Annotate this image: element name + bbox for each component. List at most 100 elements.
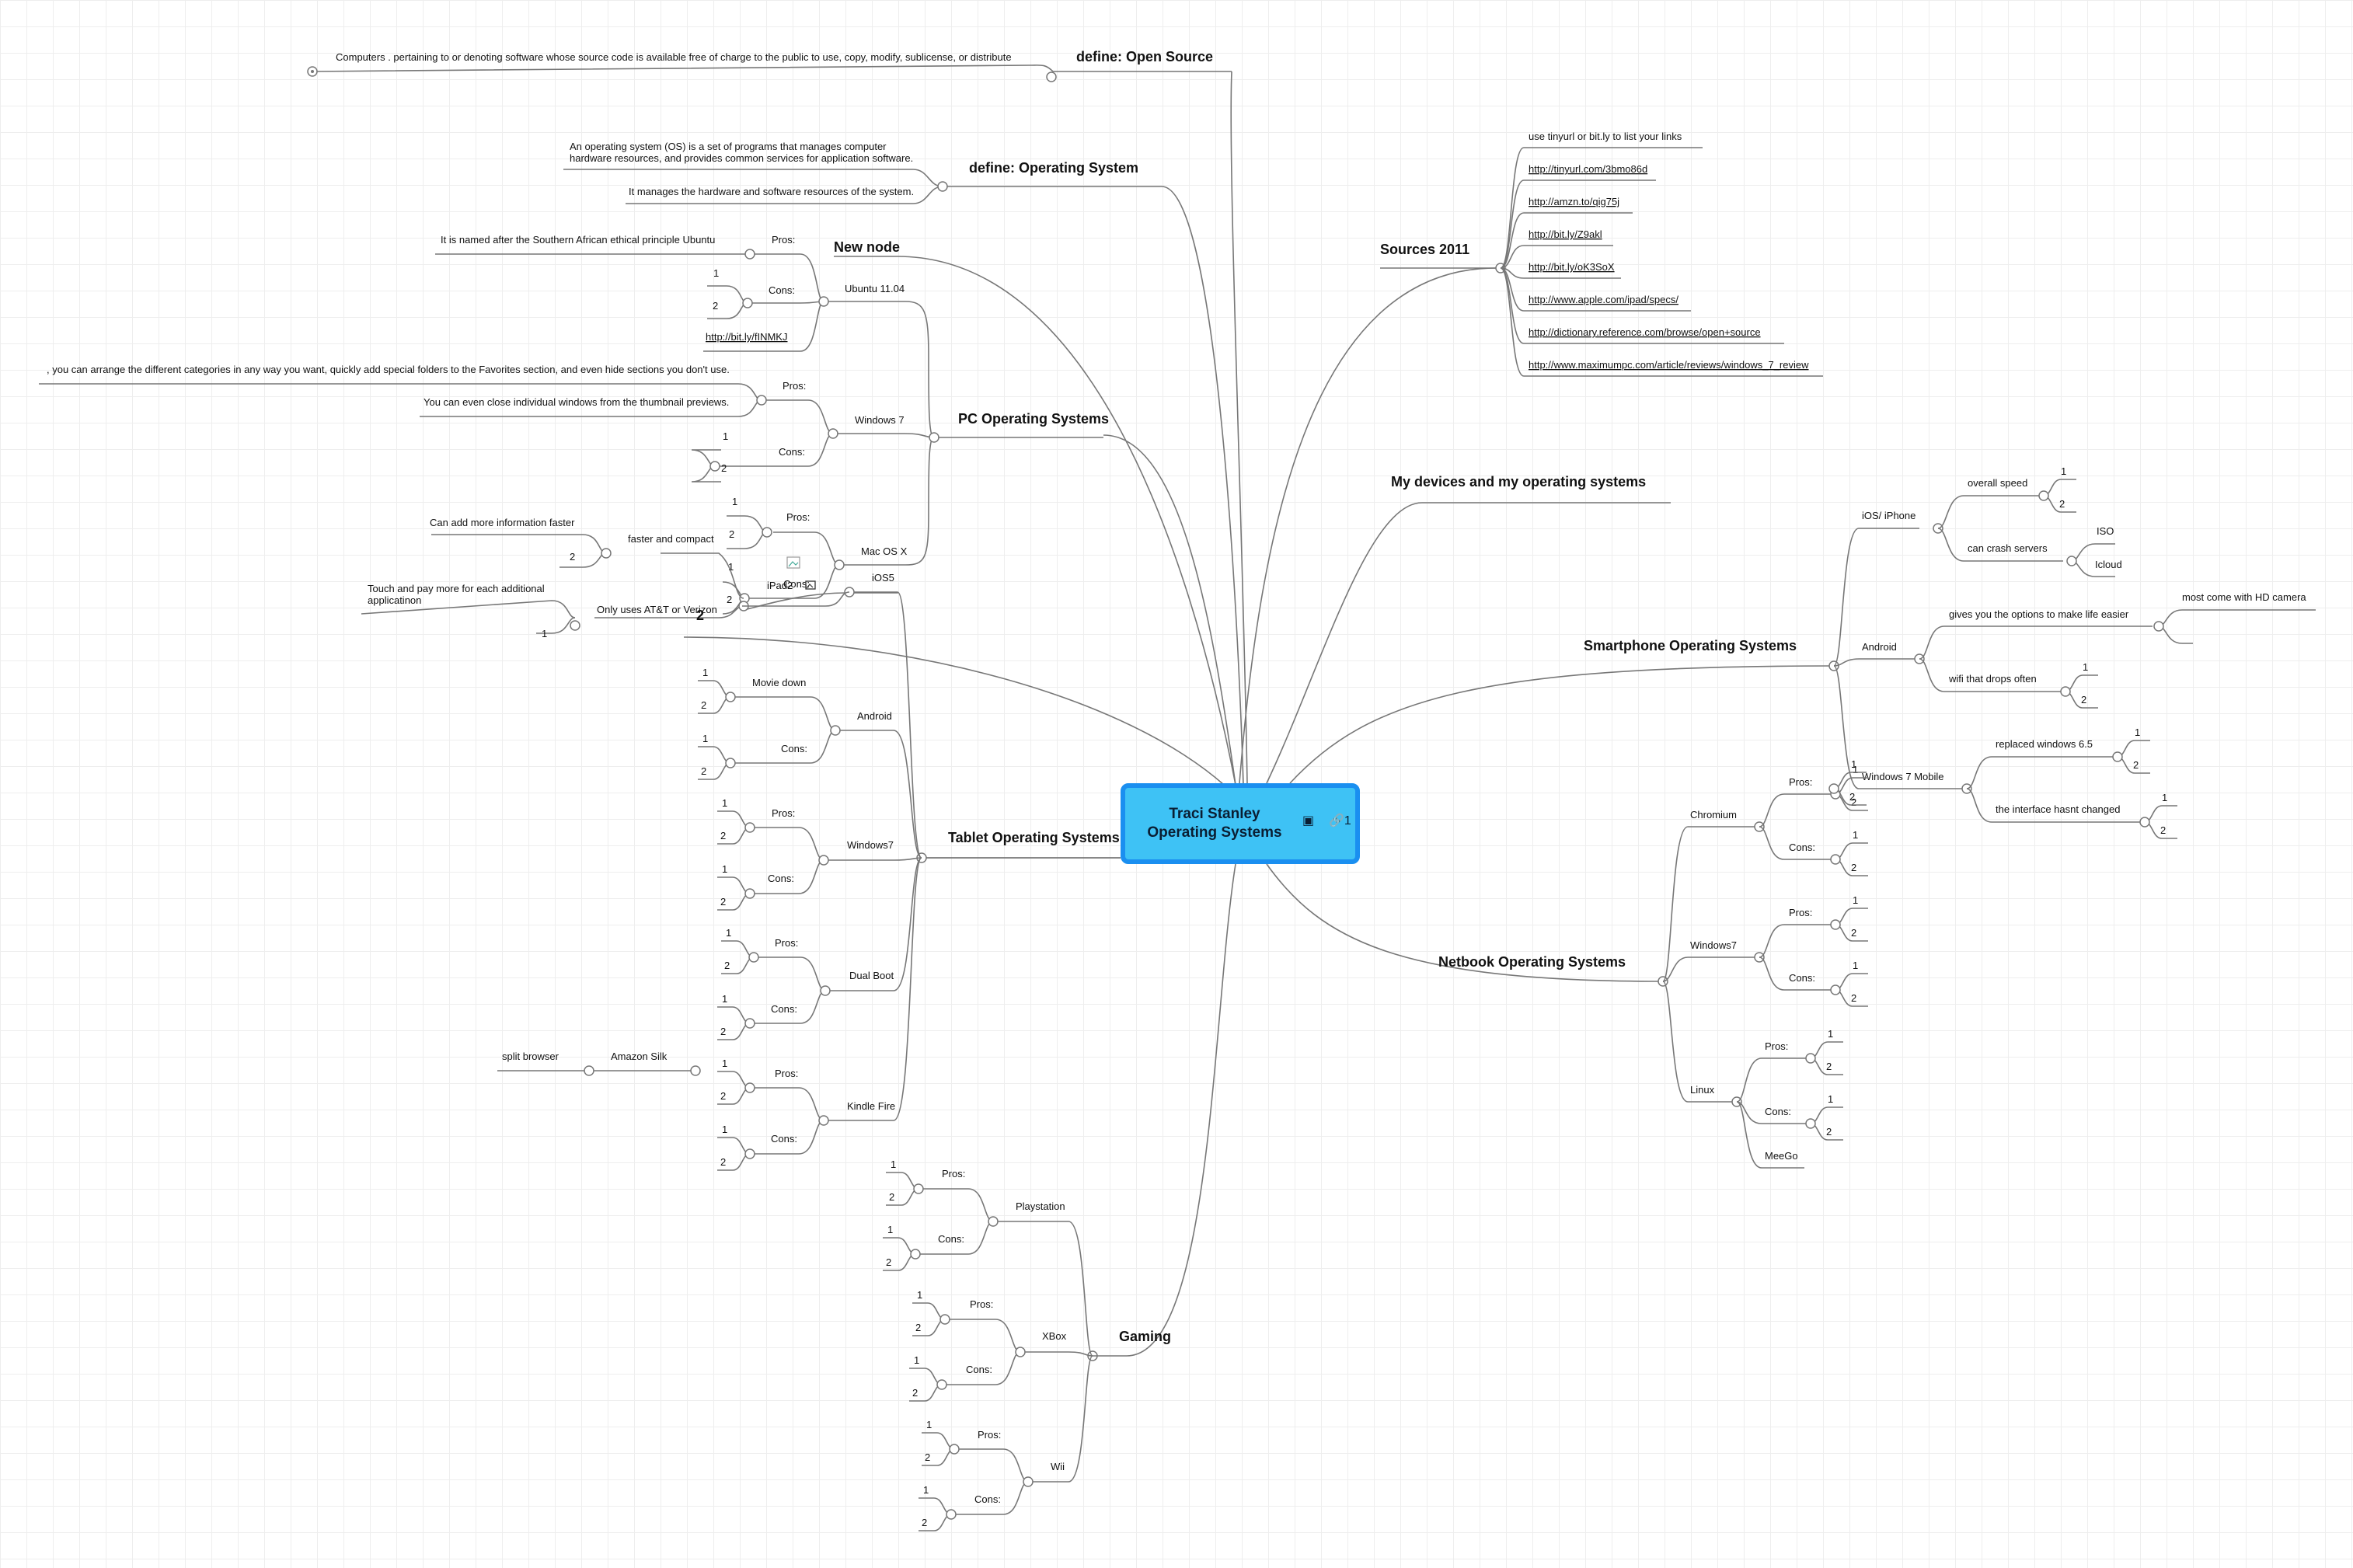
link-icon[interactable]: 🔗1 bbox=[1329, 814, 1351, 828]
number-one[interactable]: 1 bbox=[1828, 1028, 1833, 1040]
icloud-label[interactable]: Icloud bbox=[2095, 559, 2122, 570]
ubuntu-pro-text[interactable]: It is named after the Southern African e… bbox=[441, 234, 715, 246]
collapse-knob[interactable] bbox=[709, 461, 720, 472]
my-devices-title[interactable]: My devices and my operating systems bbox=[1391, 474, 1646, 490]
number-one[interactable]: 1 bbox=[728, 561, 734, 573]
gaming-title[interactable]: Gaming bbox=[1119, 1329, 1171, 1344]
collapse-knob[interactable] bbox=[2139, 817, 2150, 828]
source-link[interactable]: http://www.apple.com/ipad/specs/ bbox=[1529, 294, 1678, 305]
ubuntu-link[interactable]: http://bit.ly/fINMKJ bbox=[706, 331, 787, 343]
wii-label[interactable]: Wii bbox=[1051, 1461, 1065, 1472]
linux-label[interactable]: Linux bbox=[1690, 1084, 1715, 1096]
number-two[interactable]: 2 bbox=[915, 1322, 921, 1333]
ios-iphone-label[interactable]: iOS/ iPhone bbox=[1862, 510, 1916, 521]
collapse-knob[interactable] bbox=[939, 1314, 950, 1325]
collapse-knob[interactable] bbox=[744, 1082, 755, 1093]
pc-os-title[interactable]: PC Operating Systems bbox=[958, 411, 1109, 427]
collapse-knob[interactable] bbox=[1830, 984, 1841, 995]
number-one[interactable]: 1 bbox=[917, 1289, 922, 1301]
number-two[interactable]: 2 bbox=[720, 1026, 726, 1037]
number-two[interactable]: 2 bbox=[925, 1451, 930, 1463]
number-one[interactable]: 1 bbox=[887, 1224, 893, 1235]
cons-label[interactable]: Cons: bbox=[1789, 841, 1815, 853]
overall-speed-label[interactable]: overall speed bbox=[1968, 477, 2027, 489]
number-one[interactable]: 1 bbox=[1853, 960, 1858, 971]
cons-label[interactable]: Cons: bbox=[771, 1003, 797, 1015]
pros-label[interactable]: Pros: bbox=[970, 1298, 993, 1310]
cons-label[interactable]: Cons: bbox=[781, 743, 807, 754]
collapse-knob[interactable] bbox=[2060, 686, 2071, 697]
number-two[interactable]: 2 bbox=[570, 551, 575, 563]
number-one[interactable]: 1 bbox=[1851, 758, 1856, 770]
movie-down-label[interactable]: Movie down bbox=[752, 677, 806, 688]
number-two[interactable]: 2 bbox=[1851, 796, 1856, 808]
pros-label[interactable]: Pros: bbox=[1765, 1040, 1788, 1052]
number-two[interactable]: 2 bbox=[2081, 694, 2086, 706]
collapse-knob[interactable] bbox=[988, 1216, 999, 1227]
collapse-knob[interactable] bbox=[820, 985, 831, 996]
source-link[interactable]: http://bit.ly/oK3SoX bbox=[1529, 261, 1615, 273]
pros-label[interactable]: Pros: bbox=[1789, 776, 1812, 788]
meego-label[interactable]: MeeGo bbox=[1765, 1150, 1798, 1162]
pros-label[interactable]: Pros: bbox=[772, 807, 795, 819]
collapse-knob[interactable] bbox=[744, 888, 755, 899]
number-two[interactable]: 2 bbox=[724, 960, 730, 971]
collapse-knob[interactable] bbox=[2066, 556, 2077, 566]
ubuntu-label[interactable]: Ubuntu 11.04 bbox=[845, 283, 905, 294]
number-one[interactable]: 1 bbox=[722, 1124, 727, 1135]
central-topic-title[interactable]: Traci Stanley Operating Systems bbox=[1147, 806, 1282, 841]
number-one[interactable]: 1 bbox=[1853, 894, 1858, 906]
collapse-knob[interactable] bbox=[2153, 621, 2164, 632]
source-link[interactable]: http://bit.ly/Z9akl bbox=[1529, 228, 1602, 240]
cons-label[interactable]: Cons: bbox=[1789, 972, 1815, 984]
os-definition-title[interactable]: define: Operating System bbox=[969, 160, 1138, 176]
split-browser-label[interactable]: split browser bbox=[502, 1051, 559, 1062]
collapse-knob[interactable] bbox=[946, 1509, 957, 1520]
cons-label[interactable]: Cons: bbox=[769, 284, 795, 296]
pros-label[interactable]: Pros: bbox=[978, 1429, 1001, 1441]
number-one[interactable]: 1 bbox=[722, 863, 727, 875]
number-two[interactable]: 2 bbox=[720, 830, 726, 841]
collapse-knob[interactable] bbox=[690, 1065, 701, 1076]
number-two[interactable]: 2 bbox=[912, 1387, 918, 1399]
collapse-knob[interactable] bbox=[762, 527, 772, 538]
collapse-knob[interactable] bbox=[744, 1018, 755, 1029]
number-one[interactable]: 1 bbox=[2135, 727, 2140, 738]
open-source-definition[interactable]: Computers . pertaining to or denoting so… bbox=[336, 51, 1012, 63]
number-two[interactable]: 2 bbox=[2160, 824, 2166, 836]
touch-pay-text-b[interactable]: applicatinon bbox=[368, 594, 421, 606]
number-two[interactable]: 2 bbox=[2059, 498, 2065, 510]
android-phone-label[interactable]: Android bbox=[1862, 641, 1897, 653]
cons-label[interactable]: Cons: bbox=[783, 578, 810, 590]
number-one[interactable]: 1 bbox=[891, 1159, 896, 1170]
source-link[interactable]: http://amzn.to/qig75j bbox=[1529, 196, 1619, 207]
number-two[interactable]: 2 bbox=[1849, 791, 1855, 803]
number-one[interactable]: 1 bbox=[542, 628, 547, 639]
interface-label[interactable]: the interface hasnt changed bbox=[1996, 803, 2120, 815]
pros-label[interactable]: Pros: bbox=[772, 234, 795, 246]
netbook-os-title[interactable]: Netbook Operating Systems bbox=[1438, 954, 1626, 970]
windows7-mobile-label[interactable]: Windows 7 Mobile bbox=[1862, 771, 1944, 782]
cons-label[interactable]: Cons: bbox=[768, 873, 794, 884]
number-one[interactable]: 1 bbox=[723, 430, 728, 442]
collapse-knob[interactable] bbox=[570, 620, 580, 631]
number-two[interactable]: 2 bbox=[701, 765, 706, 777]
collapse-knob[interactable] bbox=[725, 758, 736, 768]
number-two[interactable]: 2 bbox=[1826, 1126, 1832, 1138]
number-one[interactable]: 1 bbox=[2162, 792, 2167, 803]
bold-two[interactable]: 2 bbox=[696, 608, 704, 623]
collapse-knob[interactable] bbox=[2038, 490, 2049, 501]
image-icon[interactable]: ▣ bbox=[1302, 814, 1315, 828]
collapse-knob[interactable] bbox=[929, 432, 939, 443]
source-link[interactable]: http://tinyurl.com/3bmo86d bbox=[1529, 163, 1647, 175]
number-two[interactable]: 2 bbox=[2133, 759, 2139, 771]
number-one[interactable]: 1 bbox=[1853, 764, 1858, 775]
number-two[interactable]: 2 bbox=[729, 528, 734, 540]
number-two[interactable]: 2 bbox=[1851, 992, 1856, 1004]
pros-label[interactable]: Pros: bbox=[786, 511, 810, 523]
collapse-knob[interactable] bbox=[1830, 919, 1841, 930]
collapse-knob[interactable] bbox=[818, 855, 829, 866]
number-two[interactable]: 2 bbox=[886, 1256, 891, 1268]
number-one[interactable]: 1 bbox=[926, 1419, 932, 1430]
number-one[interactable]: 1 bbox=[726, 927, 731, 939]
